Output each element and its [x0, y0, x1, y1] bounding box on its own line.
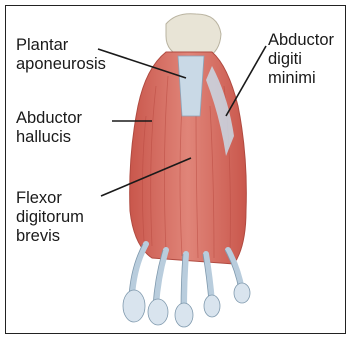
- plantar-aponeurosis-tendon: [178, 56, 204, 116]
- label-line: digiti: [268, 50, 334, 69]
- label-line: minimi: [268, 69, 334, 88]
- label-line: Flexor: [16, 189, 84, 208]
- figure-frame: Plantar aponeurosis Abductor hallucis Fl…: [5, 5, 346, 334]
- label-line: digitorum: [16, 208, 84, 227]
- label-line: Plantar: [16, 36, 106, 55]
- label-abductor-digiti-minimi: Abductor digiti minimi: [268, 31, 334, 88]
- label-flexor-digitorum-brevis: Flexor digitorum brevis: [16, 189, 84, 246]
- label-line: Abductor: [268, 31, 334, 50]
- leader-abductor-digiti-minimi: [226, 46, 266, 116]
- label-plantar-aponeurosis: Plantar aponeurosis: [16, 36, 106, 74]
- label-line: Abductor: [16, 109, 82, 128]
- label-line: brevis: [16, 227, 84, 246]
- label-line: hallucis: [16, 128, 82, 147]
- calcaneus-bone: [166, 14, 221, 58]
- label-abductor-hallucis: Abductor hallucis: [16, 109, 82, 147]
- label-line: aponeurosis: [16, 55, 106, 74]
